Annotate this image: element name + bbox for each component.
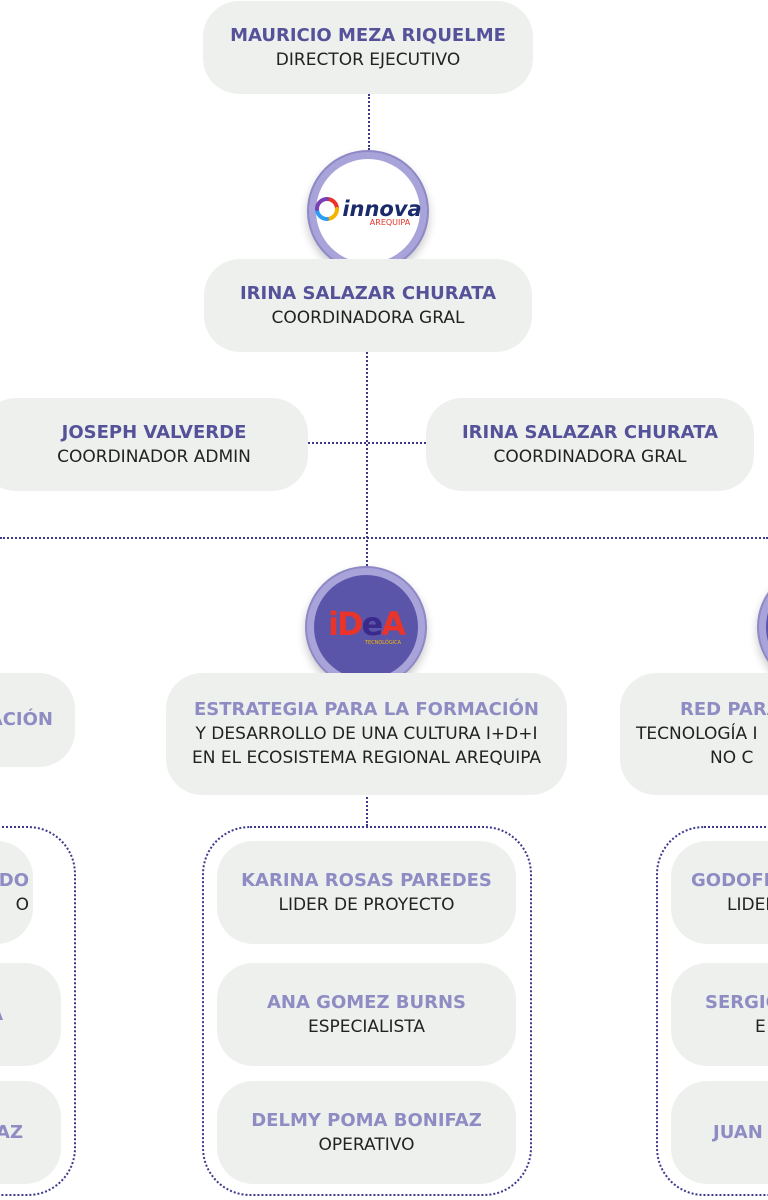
member-role: O [15,894,29,915]
project-card-right: RED PARA TECNOLOGÍA I NO C [620,673,768,795]
member-name: ANA GOMEZ BURNS [266,991,467,1013]
team-member-card: GODOFR LIDER [671,841,768,944]
idea-logo-d: D [336,605,364,643]
connector-main-trunk [366,352,368,566]
project-right-line2: NO C [710,748,754,768]
project-center-title: ESTRATEGIA PARA LA FORMACIÓN [194,699,539,720]
idea-logo: i D e A TECNOLÓGICA [305,566,427,688]
idea-logo-i: i [328,605,339,643]
member-name: AZ [0,1121,23,1143]
idea-logo-a: A [381,605,406,643]
team-member-card: AZ [0,1081,61,1184]
coordinator-card: IRINA SALAZAR CHURATA COORDINADORA GRAL [204,259,532,352]
project-center-line2: EN EL ECOSISTEMA REGIONAL AREQUIPA [191,748,542,768]
team-group-right [656,826,768,1196]
member-name: DELMY POMA BONIFAZ [251,1109,482,1131]
general-coordinator-card: IRINA SALAZAR CHURATA COORDINADORA GRAL [426,398,754,491]
member-role: LIDER [727,894,768,915]
connector-director-innova [368,94,370,150]
connector-projects-bar [0,537,768,539]
right-project-logo [757,566,768,688]
coordinator-role: COORDINADORA GRAL [271,307,465,328]
innova-swirl-icon [315,196,340,221]
member-name: GODOFR [691,869,768,891]
innova-logo: innova AREQUIPA [307,150,429,272]
admin-coordinator-name: JOSEPH VALVERDE [61,421,247,443]
general-coordinator-role: COORDINADORA GRAL [493,446,687,467]
team-member-card: A [0,963,61,1066]
team-member-card: JUAN [671,1081,768,1184]
right-project-logo-badge [766,575,768,679]
member-name: JUAN [713,1121,763,1143]
director-card: MAURICIO MEZA RIQUELME DIRECTOR EJECUTIV… [203,1,533,94]
coordinator-name: IRINA SALAZAR CHURATA [239,282,497,304]
team-member-card: ANA GOMEZ BURNS ESPECIALISTA [217,963,516,1066]
member-role: OPERATIVO [318,1134,415,1155]
team-group-center [202,826,532,1196]
idea-logo-badge: i D e A TECNOLÓGICA [314,575,418,679]
innova-logo-sub: AREQUIPA [369,217,411,227]
project-right-title: RED PARA [680,699,768,720]
connector-side-branch [308,442,426,444]
member-name: KARINA ROSAS PAREDES [241,869,492,891]
team-member-card: DELMY POMA BONIFAZ OPERATIVO [217,1081,516,1184]
member-role: ESPECIALISTA [307,1016,425,1037]
member-name: A [0,1003,3,1027]
project-center-line1: Y DESARROLLO DE UNA CULTURA I+D+I [195,724,538,744]
director-name: MAURICIO MEZA RIQUELME [230,24,506,46]
general-coordinator-name: IRINA SALAZAR CHURATA [461,421,719,443]
innova-logo-word: innova [342,196,422,221]
member-name: SERGIO [705,991,768,1013]
member-role: E [755,1016,766,1037]
team-member-card: KARINA ROSAS PAREDES LIDER DE PROYECTO [217,841,516,944]
innova-logo-badge: innova AREQUIPA [315,159,422,263]
admin-coordinator-card: JOSEPH VALVERDE COORDINADOR ADMIN [0,398,308,491]
project-left-title: ACIÓN [0,709,53,730]
idea-logo-tagline: TECNOLÓGICA [364,640,402,646]
idea-logo-e: e [361,605,384,643]
director-role: DIRECTOR EJECUTIVO [275,49,461,70]
member-role: LIDER DE PROYECTO [278,894,455,915]
project-card-left: ACIÓN [0,673,75,767]
project-right-line1: TECNOLOGÍA I [636,724,758,744]
member-name: DO [0,869,29,891]
project-card-center: ESTRATEGIA PARA LA FORMACIÓN Y DESARROLL… [166,673,567,795]
team-member-card: SERGIO E [671,963,768,1066]
team-member-card: DO O [0,841,33,944]
admin-coordinator-role: COORDINADOR ADMIN [57,446,251,467]
